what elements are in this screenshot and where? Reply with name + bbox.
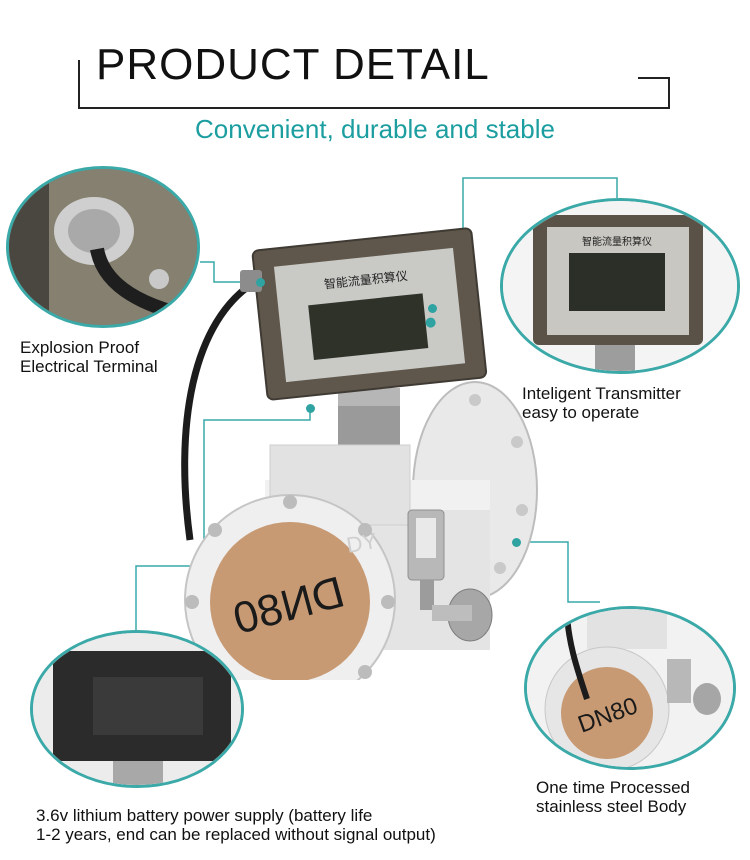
callout-label-terminal: Explosion Proof Electrical Terminal (20, 338, 158, 376)
lcd-display (308, 293, 429, 361)
cable-gland (240, 270, 262, 292)
callout-transmitter-line2: easy to operate (522, 403, 640, 422)
callout-dot-body (512, 538, 521, 547)
callout-circle-transmitter: 智能流量积算仪 (500, 198, 740, 374)
connector-line-terminal (200, 261, 256, 283)
transmitter-housing: 智能流量积算仪 (251, 227, 488, 401)
callout-dot-terminal (256, 278, 265, 287)
flange-plate (210, 522, 370, 680)
callout-dot-battery (306, 404, 315, 413)
callout-label-battery: 3.6v lithium battery power supply (batte… (36, 806, 436, 844)
page-subtitle: Convenient, durable and stable (195, 114, 555, 144)
connector-line-battery (135, 410, 311, 640)
callout-terminal-line2: Electrical Terminal (20, 357, 158, 376)
title-bracket-bottom (78, 107, 670, 109)
callout-label-transmitter: Inteligent Transmitter easy to operate (522, 384, 681, 422)
body-text: DY (345, 528, 380, 558)
title-bracket-right (668, 78, 670, 108)
callout-dot-transmitter (428, 304, 437, 313)
callout-label-body: One time Processed stainless steel Body (536, 778, 690, 816)
page-title: PRODUCT DETAIL (96, 40, 490, 89)
callout-terminal-line1: Explosion Proof (20, 338, 140, 357)
callout-battery-line2: 1-2 years, end can be replaced without s… (36, 825, 436, 844)
callout-circle-terminal (6, 166, 200, 328)
callout-circle-body: DN80 (524, 606, 736, 770)
callout-body-line2: stainless steel Body (536, 797, 687, 816)
flowmeter-image: DN80 DY 智能流量积算仪 (181, 227, 538, 680)
callout-battery-line1: 3.6v lithium battery power supply (batte… (36, 806, 373, 825)
callout-circle-battery (30, 630, 244, 788)
title-bracket-right-top (638, 77, 670, 79)
callout-transmitter-line1: Inteligent Transmitter (522, 384, 681, 403)
header: PRODUCT DETAIL Convenient, durable and s… (0, 0, 750, 150)
svg-text:智能流量积算仪: 智能流量积算仪 (582, 235, 652, 248)
cable (181, 276, 260, 541)
title-bracket-left (78, 60, 80, 108)
callout-body-line1: One time Processed (536, 778, 691, 797)
connector-line-body (516, 541, 600, 603)
